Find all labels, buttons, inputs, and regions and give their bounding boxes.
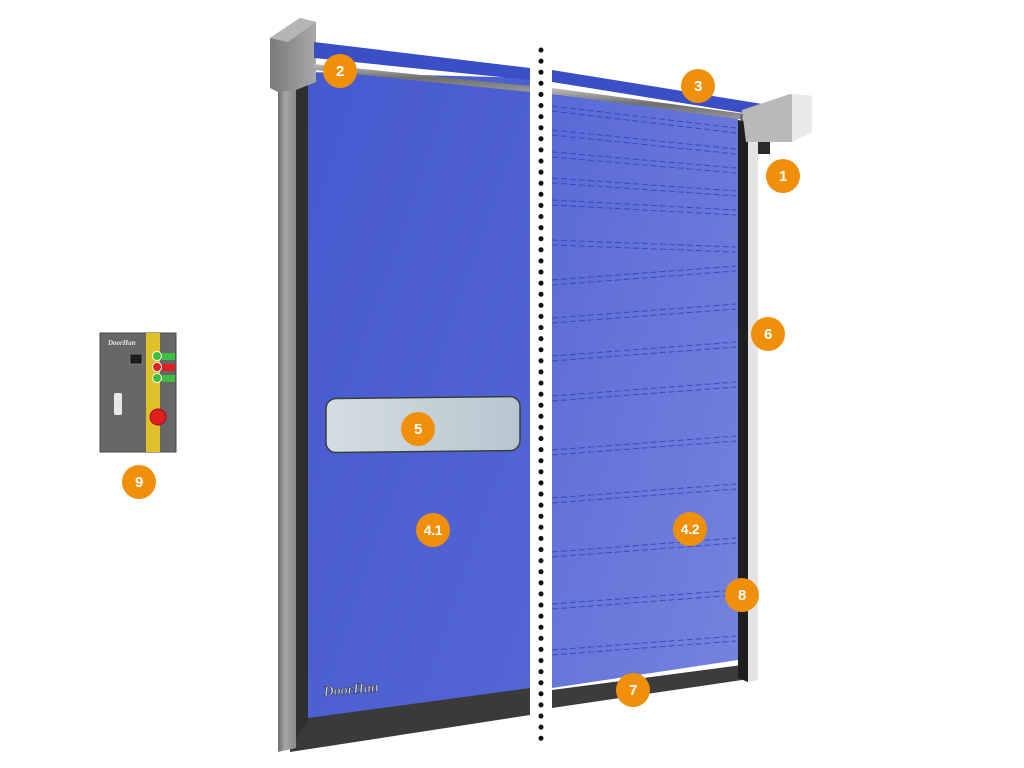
curtain-seam [551,270,737,286]
curtain-seam [551,182,737,197]
control-box-brand: DoorHan [107,339,136,347]
curtain-seam [551,640,737,656]
curtain-solid[interactable] [308,72,530,718]
callout-6[interactable]: 6 [751,317,785,351]
close-button[interactable] [152,373,162,383]
curtain-seam [551,156,737,174]
curtain-sectional[interactable] [552,94,738,688]
curtain-seam [551,110,737,134]
control-box-display [129,353,143,365]
callout-4-1[interactable]: 4.1 [416,513,450,547]
curtain-seam [551,134,737,155]
left-post [278,82,296,752]
top-roll-right [552,70,775,118]
curtain-seam [551,151,737,169]
callout-3[interactable]: 3 [681,69,715,103]
stop-button[interactable] [152,362,162,372]
emergency-stop-button[interactable] [149,408,167,426]
left-door-view: DoorHan [270,18,530,752]
callout-9[interactable]: 9 [122,465,156,499]
control-box-body [99,332,177,453]
curtain-seam [551,239,737,248]
shaft-left [314,64,530,92]
curtain-seam [551,483,737,499]
curtain-seam [551,105,737,129]
side-guide-rail [748,124,758,682]
control-box: DoorHan [99,332,177,453]
shaft-right [552,88,746,120]
curtain-seam [551,542,737,558]
drive-motor [758,142,770,154]
curtain-seam [551,265,737,281]
top-roll-left [314,42,530,80]
curtain-seams [551,105,737,656]
curtain-seam [551,177,737,192]
curtain-logo: DoorHan [322,680,380,700]
bottom-edge-left [290,684,530,752]
curtain-seam [551,129,737,150]
open-button[interactable] [152,351,162,361]
callout-8[interactable]: 8 [725,578,759,612]
curtain-seam [551,435,737,451]
callout-2[interactable]: 2 [323,54,357,88]
curtain-seam [551,635,737,651]
curtain-seam [551,440,737,456]
callout-7[interactable]: 7 [616,673,650,707]
callout-4-2[interactable]: 4.2 [673,512,707,546]
curtain-seam [551,308,737,324]
curtain-seam [551,381,737,397]
side-seal [738,120,748,682]
callout-1[interactable]: 1 [766,159,800,193]
callout-5[interactable]: 5 [401,412,435,446]
inner-frame-left [292,80,312,745]
curtain-seam [551,303,737,319]
curtain-seam [551,244,737,253]
curtain-seam [551,199,737,211]
curtain-seam [551,537,737,553]
curtain-seam [551,204,737,216]
curtain-seam [551,589,737,605]
curtain-seam [551,488,737,504]
curtain-seam [551,594,737,610]
curtain-seam [551,386,737,402]
curtain-seam [551,346,737,362]
curtain-seam [551,341,737,357]
control-box-key [114,393,122,415]
